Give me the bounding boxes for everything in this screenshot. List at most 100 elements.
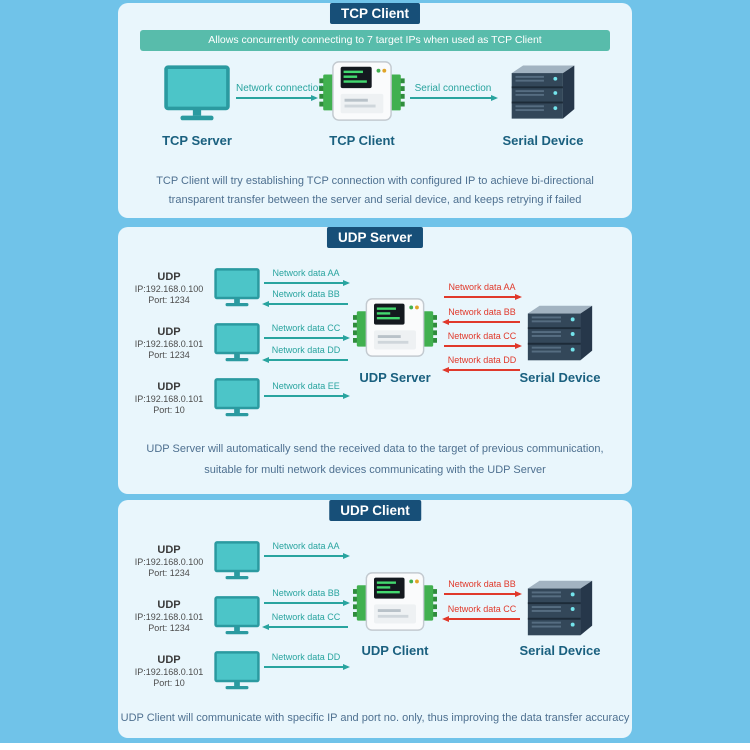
arrow-right-icon [264,663,350,670]
arrow-label: Network data AA [272,541,340,551]
host-ip: IP:192.168.0.100 [134,283,204,294]
arrow-label: Network data DD [271,345,341,355]
arrow-left-icon [442,615,520,622]
panel-description-line: UDP Client will communicate with specifi… [120,712,630,724]
arrow-left-icon [262,356,348,363]
udp-client-panel: UDP Client UDP IP:192.168.0.100 Port: 12… [118,500,632,738]
page-bottom-strip [0,743,750,750]
host-ip: IP:192.168.0.100 [134,556,204,567]
monitor-icon [214,596,260,636]
arrow-label: Network data AA [272,268,340,278]
network-data-arrow: Network data BB [262,289,348,307]
arrow-right-icon [410,94,498,101]
network-data-arrow: Network data BB [264,588,350,606]
udp-host: UDP IP:192.168.0.100 Port: 1234 [128,539,260,583]
arrow-label: Network data BB [272,588,340,598]
din-device-icon [352,572,438,631]
arrow-left-icon [262,623,348,630]
arrow-label: Network data BB [272,289,340,299]
arrow-right-icon [444,293,522,300]
panel-description-line: TCP Client will try establishing TCP con… [156,175,594,187]
host-ip: IP:192.168.0.101 [134,338,204,349]
host-port: Port: 1234 [148,294,190,305]
arrow-left-icon [442,366,520,373]
panel-description-line: UDP Server will automatically send the r… [146,443,604,455]
arrow-label: Network data AA [448,282,516,292]
host-info: UDP IP:192.168.0.101 Port: 1234 [128,599,210,634]
host-info: UDP IP:192.168.0.100 Port: 1234 [128,544,210,579]
panel-description-line: transparent transfer between the server … [168,194,582,206]
arrow-label: Network data EE [272,381,340,391]
udp-host: UDP IP:192.168.0.101 Port: 1234 [128,594,260,638]
arrow-right-icon [264,599,350,606]
serial-data-arrow: Network data DD [442,355,520,373]
host-ip: IP:192.168.0.101 [134,666,204,677]
monitor-icon [214,651,260,691]
host-protocol: UDP [157,325,181,338]
arrow-label: Network data DD [271,652,341,662]
arrow-right-icon [444,590,522,597]
panel-title-badge: UDP Client [329,500,421,521]
arrow-label: Network data BB [448,579,516,589]
arrow-right-icon [236,94,318,101]
panel-description-line: suitable for multi network devices commu… [204,464,546,476]
arrow-right-icon [444,342,522,349]
arrow-left-icon [442,318,520,325]
serial-connection-arrow: Serial connection [410,83,498,101]
serial-data-arrow: Network data CC [444,331,522,349]
serial-device-label: Serial Device [519,643,601,658]
arrow-label: Network data BB [448,307,516,317]
monitor-icon [214,268,260,308]
serial-data-arrow: Network data CC [442,604,520,622]
din-device-icon [318,61,406,121]
udp-server-label: UDP Server [359,370,431,385]
serial-data-arrow: Network data AA [444,282,522,300]
udp-host: UDP IP:192.168.0.101 Port: 1234 [128,321,260,365]
tcp-server-label: TCP Server [162,133,232,148]
monitor-icon [214,378,260,418]
arrow-right-icon [264,279,350,286]
panel-title-badge: TCP Client [329,3,421,24]
tcp-client-panel: TCP Client Allows concurrently connectin… [118,3,632,218]
network-data-arrow: Network data CC [262,612,348,630]
serial-device-label: Serial Device [502,133,584,148]
arrow-right-icon [264,552,350,559]
host-info: UDP IP:192.168.0.100 Port: 1234 [128,271,210,306]
arrow-label: Network data CC [271,323,341,333]
udp-client-label: UDP Client [361,643,429,658]
host-info: UDP IP:192.168.0.101 Port: 10 [128,381,210,416]
arrow-label: Network data CC [271,612,341,622]
host-port: Port: 10 [153,677,185,688]
host-port: Port: 10 [153,404,185,415]
server-rack-icon [527,305,593,361]
din-device-icon [352,298,438,357]
arrow-label: Network data CC [447,604,517,614]
host-info: UDP IP:192.168.0.101 Port: 1234 [128,326,210,361]
arrow-label: Network data CC [447,331,517,341]
host-port: Port: 1234 [148,349,190,360]
network-data-arrow: Network data DD [264,652,350,670]
host-port: Port: 1234 [148,622,190,633]
arrow-label: Serial connection [414,83,492,94]
host-ip: IP:192.168.0.101 [134,611,204,622]
host-protocol: UDP [157,653,181,666]
udp-server-panel: UDP Server UDP IP:192.168.0.100 Port: 12… [118,227,632,494]
server-rack-icon [511,65,575,119]
arrow-label: Network connection [236,83,324,94]
server-rack-icon [527,580,593,636]
host-ip: IP:192.168.0.101 [134,393,204,404]
network-data-arrow: Network data CC [264,323,350,341]
host-port: Port: 1234 [148,567,190,578]
arrow-left-icon [262,300,348,307]
serial-data-arrow: Network data BB [442,307,520,325]
arrow-right-icon [264,392,350,399]
network-connection-arrow: Network connection [236,83,324,101]
serial-data-arrow: Network data BB [444,579,522,597]
serial-device-label: Serial Device [519,370,601,385]
monitor-icon [214,541,260,581]
host-protocol: UDP [157,270,181,283]
arrow-right-icon [264,334,350,341]
arrow-label: Network data DD [447,355,517,365]
panel-title-badge: UDP Server [326,227,424,248]
